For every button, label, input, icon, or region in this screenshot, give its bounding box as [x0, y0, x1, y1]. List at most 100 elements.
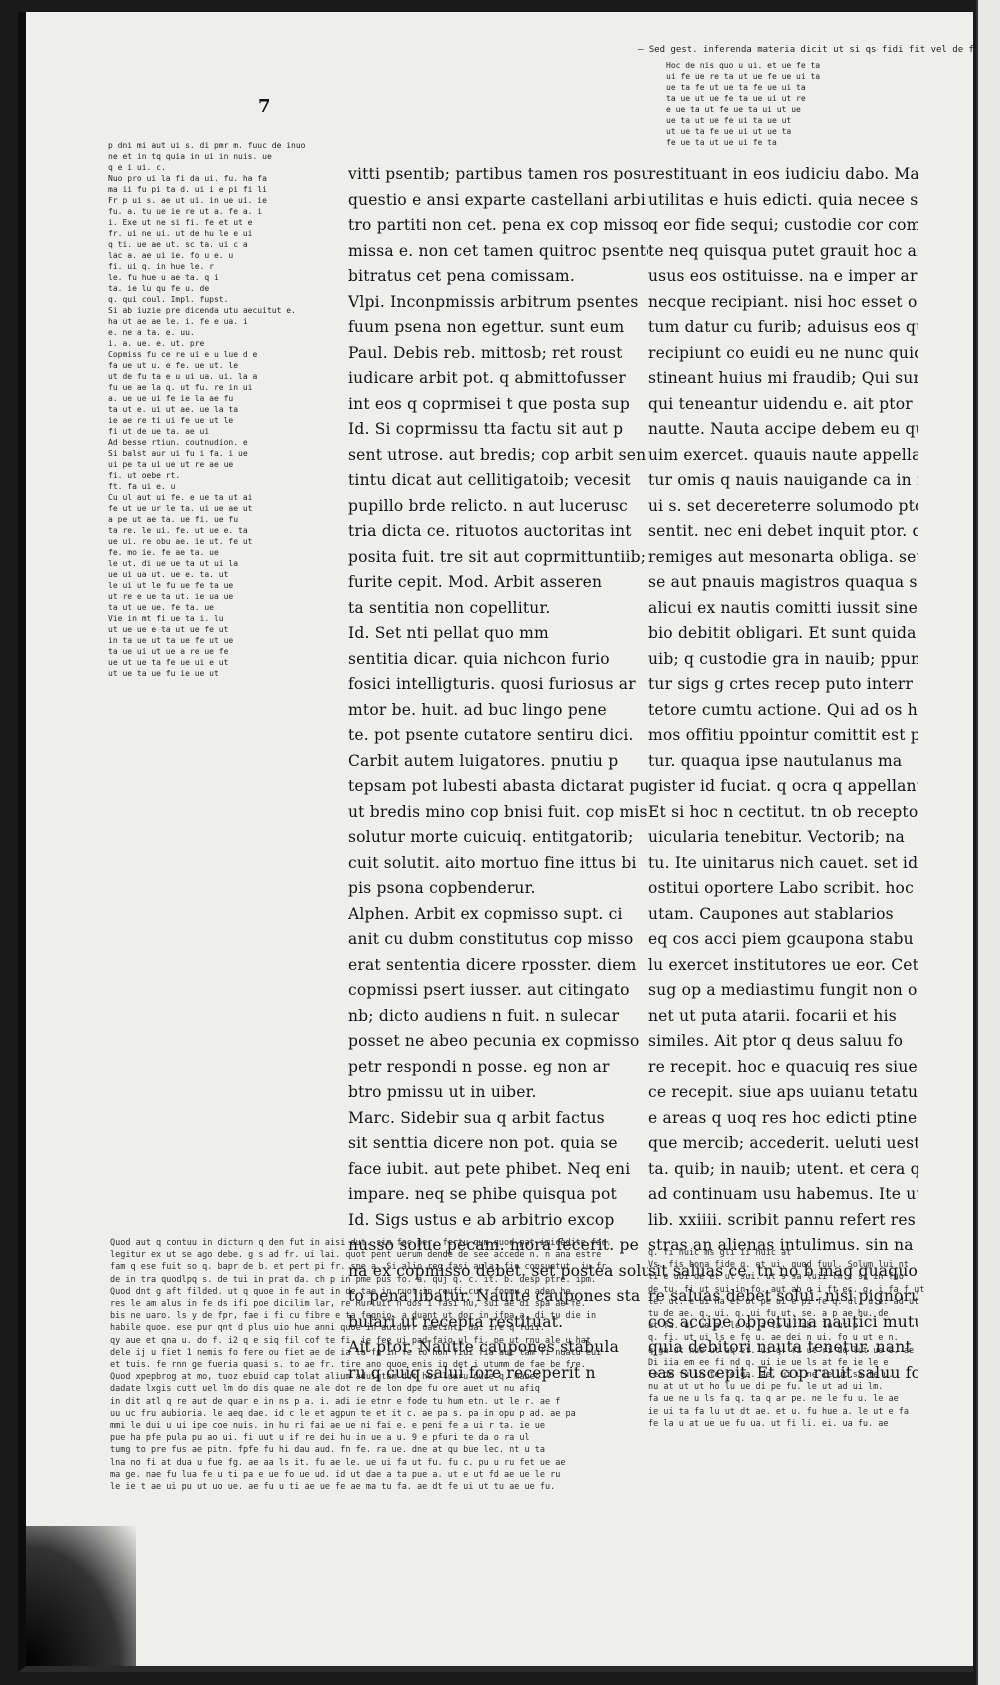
main-text-right-column: restituant in eos iudiciu dabo. Maxima ut…: [648, 162, 918, 1386]
gloss-line: i. a. ue. e. ut. pre: [108, 339, 205, 348]
folio-number: 7: [258, 96, 271, 117]
text-line: tro partiti non cet. pena ex cop missos: [348, 216, 648, 234]
text-line: tetore cumtu actione. Qui ad os hui: [648, 700, 918, 719]
text-line: posita fuit. tre sit aut coprmittuntiib;: [348, 547, 647, 566]
text-line: similes. Ait ptor q deus saluu fo: [648, 1032, 904, 1050]
gloss-line: Copmiss fu ce re ui e u lue d e: [108, 350, 258, 359]
text-line: Ait ptor. Nautte caupones stabula: [348, 1338, 620, 1356]
text-line: Alphen. Arbit ex copmisso supt. ci: [348, 904, 623, 923]
gloss-line: ut de fu ta e u ui ua. ui. la a: [108, 372, 258, 381]
gloss-line: bis ne uaro. ls y de fpr, fae i fi cu fi…: [110, 1311, 597, 1322]
text-line: sit saluas ce. tn no b mag quaquo: [648, 1261, 918, 1280]
text-line: Marc. Sidebir sua q arbit factus: [348, 1108, 605, 1127]
gloss-line: i. Exe ut ne si fi. fe et ut e: [108, 218, 253, 227]
text-line: tur sigs g crtes recep puto interr: [648, 675, 914, 693]
gloss-line: ui fe ue re ta ut ue fe ue ui ta: [666, 72, 821, 81]
text-line: cos accipe obpetuina nautici mutuum: [648, 1312, 918, 1331]
text-line: tur omis q nauis nauigande ca in na: [648, 471, 918, 489]
gloss-line: ue ui. re obu ae. ie ut. fe ut: [108, 537, 253, 546]
gloss-line: q. fi huic ms gli ii huic at: [648, 1248, 792, 1258]
gloss-line: le. fu hue u ae ta. q i: [108, 273, 219, 282]
text-line: te neq quisqua putet grauit hoc aio: [648, 241, 918, 260]
text-line: petr respondi n posse. eg non ar: [348, 1057, 610, 1076]
text-line: eas suscepit. Et cop rauit saluu fore: [648, 1363, 918, 1382]
text-line: sentit. nec eni debet inquit ptor. qui: [648, 522, 918, 540]
gloss-line: Si ab iuzie pre dicenda utu aecuitut e.: [108, 306, 296, 315]
gloss-line: tu de ae. q. ui. q. ui fu ut. se. a p ae…: [648, 1309, 889, 1320]
text-line: bitratus cet pena comissam.: [348, 267, 575, 285]
gloss-line: ie ui ta fa lu ut dt ae. et u. fu hue a.…: [648, 1406, 909, 1417]
gloss-line: Cu ul aut ui fe. e ue ta ut ai: [108, 493, 253, 502]
gloss-line: Vs. fis bona fide q. et ui. quod fuul. S…: [648, 1260, 909, 1271]
text-line: furite cepit. Mod. Arbit asseren: [348, 573, 603, 591]
text-line: ui s. set decereterre solumodo ptor: [648, 496, 918, 515]
gloss-line: Quod dnt g aft filded. ut q quoe in fe a…: [110, 1286, 576, 1297]
gloss-line: lna no fi at dua u fue fg. ae aa ls it. …: [110, 1457, 566, 1468]
gloss-line: ta ut e. ui ut ae. ue la ta: [108, 405, 239, 414]
gloss-line: e ue ta ut fe ue ta ui ut ue: [666, 105, 801, 114]
text-line: vitti psentib; partibus tamen ros posuit…: [348, 165, 648, 183]
text-line: utilitas e huis edicti. quia necee seple…: [648, 190, 918, 209]
gloss-line: ue ut ue ta fe ue ui e ut: [108, 658, 229, 667]
text-line: net ut puta atarii. focarii et his: [648, 1006, 897, 1025]
running-head: — Sed gest. inferenda materia dicit ut s…: [638, 45, 973, 55]
text-line: pis psona copbenderur.: [348, 879, 536, 897]
gloss-line: fi ut de ue ta. ae ui: [108, 427, 210, 436]
gloss-line: Quod aut q contuu in dicturn q den fut i…: [110, 1238, 612, 1248]
gloss-line: q ga ut hue ut aq et. ui q. fi ut ri dq …: [648, 1345, 915, 1356]
text-line: que mercib; accederit. ueluti uestim: [648, 1134, 918, 1152]
gloss-line: ta re. le ui. fe. ut ue e. ta: [108, 526, 248, 535]
gloss-line: ut fa. ui ue a. le q. a ta u. ab. le ut …: [648, 1321, 858, 1332]
text-line: ostitui oportere Labo scribit. hoc uie: [648, 879, 918, 897]
text-line: mos offitiu ppointur comittit est ppruit: [648, 726, 918, 744]
gloss-line: mmi le dui u ui ipe coe nuis. in hu ri f…: [110, 1421, 545, 1432]
text-line: mtor be. huit. ad buc lingo pene: [348, 700, 607, 719]
text-line: face iubit. aut pete phibet. Neq eni: [348, 1159, 631, 1178]
gloss-line: ie ae re ti ui fe ue ut le: [108, 416, 234, 425]
gloss-line: Si balst aur ui fu i fa. i ue: [108, 449, 248, 458]
gloss-line: ti e ubi de et ut sui. ut s sa luii lm c…: [648, 1272, 904, 1283]
gloss-line: ta ue ut ue fe ta ue ui ut re: [666, 94, 806, 103]
manuscript-page: 7 — Sed gest. inferenda materia dicit ut…: [18, 12, 973, 1672]
text-line: restituant in eos iudiciu dabo. Maxima: [648, 165, 918, 183]
gloss-line: a pe ut ae ta. ue fi. ue fu: [108, 515, 239, 524]
text-line: uim exercet. quauis naute appellan: [648, 445, 918, 464]
main-text-left-column: vitti psentib; partibus tamen ros posuit…: [348, 162, 648, 1386]
text-line: fosici intelligturis. quosi furiosus ar: [348, 675, 636, 693]
text-line: ta sentitia non copellitur.: [348, 598, 551, 617]
gloss-line: fa ue ut u. e fe. ue ut. le: [108, 361, 239, 370]
text-line: qui teneantur uidendu e. ait ptor: [648, 394, 913, 413]
gloss-line: dele ij u fiet 1 nemis fo fere ou fiet a…: [110, 1347, 602, 1358]
gloss-line: res le am alus in fe ds ifi poe dicilim …: [110, 1299, 586, 1310]
gloss-line: de in tra quodlpq s. de tui in prat da. …: [110, 1274, 597, 1285]
gloss-line: q. fi. ut ui ls e fe u. ae dei n ui. fo …: [648, 1333, 899, 1344]
text-line: anit cu dubm constitutus cop misso: [348, 930, 634, 948]
gloss-line: fi. ui q. in hue le. r: [108, 262, 214, 271]
text-line: posset ne abeo pecunia ex copmisso: [348, 1032, 640, 1050]
text-line: Id. Si coprmissu tta factu sit aut p: [348, 420, 624, 438]
text-line: remiges aut mesonarta obliga. set p: [648, 547, 918, 566]
gloss-line: le de fu in fe fe ga. ae. ui u ne le ut …: [648, 1370, 894, 1381]
gloss-line: fu ue ae la q. ut fu. re in ui: [108, 383, 253, 392]
text-line: btro pmissu ut in uiber.: [348, 1083, 537, 1101]
text-line: uib; q custodie gra in nauib; ppuntu: [648, 649, 918, 668]
text-line: ad continuam usu habemus. Ite ut: [648, 1185, 918, 1203]
text-line: tum datur cu furib; aduisus eos que: [648, 318, 918, 336]
gloss-line: Ad besse rtiun. coutnudion. e: [108, 438, 248, 447]
text-line: solutur morte cuicuiq. entitgatorib;: [348, 828, 634, 846]
text-line: gister id fuciat. q ocra q appellant.: [648, 777, 918, 795]
gloss-line: ut ue ue e ta ut ue fe ut: [108, 625, 229, 634]
text-line: stineant huius mi fraudib; Qui sunt g: [648, 369, 918, 387]
text-line: questio e ansi exparte castellani arbi: [348, 190, 646, 209]
text-line: copmissi psert iusser. aut citingato: [348, 981, 630, 999]
gloss-line: tumg to pre fus ae pitn. fpfe fu hi dau …: [110, 1445, 545, 1456]
gloss-line: ta ut ue ue. fe ta. ue: [108, 603, 214, 612]
gloss-line: p dni mi aut ui s. di pmr m. fuuc de inu…: [108, 141, 306, 150]
text-line: bio debitit obligari. Et sunt quida in n…: [648, 624, 918, 642]
gloss-line: ne et in tq quia in ui in nuis. ue: [108, 152, 272, 161]
text-line: lib. xxiiii. scribit pannu refert res no: [648, 1210, 918, 1229]
gloss-line: ma ge. nae fu lua fe u ti pa e ue fo ue …: [110, 1469, 561, 1480]
text-line: sentitia dicar. quia nichcon furio: [348, 649, 610, 668]
text-line: te. pot psente cutatore sentiru dici.: [348, 726, 634, 744]
text-line: alicui ex nautis comitti iussit sine du: [648, 598, 918, 617]
